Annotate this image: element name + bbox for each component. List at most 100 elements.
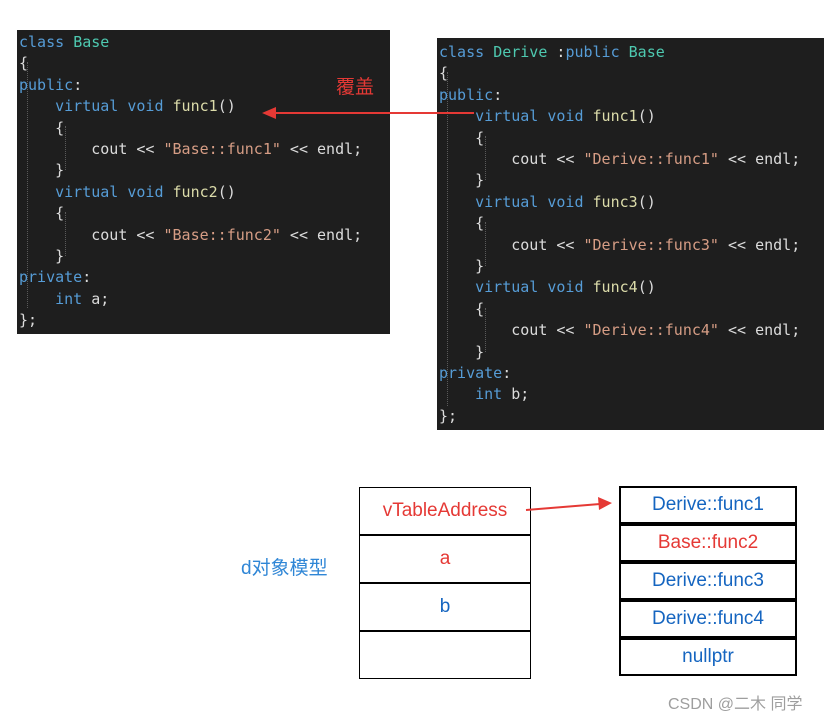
code-token: private — [19, 268, 83, 287]
code-line: } — [439, 170, 484, 191]
code-token: { — [19, 204, 65, 223]
code-line: int b; — [439, 384, 529, 405]
code-line: class Derive :public Base — [439, 42, 665, 63]
code-token: : — [493, 85, 503, 104]
code-token: class — [439, 43, 494, 61]
code-line: { — [439, 213, 484, 234]
override-arrow-head — [262, 107, 276, 119]
vtable-entry-base-func2: Base::func2 — [619, 524, 797, 562]
code-token: a; — [91, 289, 110, 308]
vtable-pointer-arrow-head — [598, 497, 612, 510]
code-token: { — [19, 118, 65, 137]
code-line: class Base — [19, 32, 109, 53]
code-token: virtual — [439, 278, 548, 297]
code-token: << endl; — [280, 225, 363, 244]
code-token: int — [439, 385, 512, 404]
indent-guide — [485, 308, 486, 352]
code-token: << endl; — [718, 235, 801, 254]
code-token: cout << — [19, 140, 164, 158]
code-token: void — [547, 107, 593, 126]
code-token: } — [439, 342, 485, 361]
code-token: : — [502, 364, 512, 382]
code-token: : — [82, 268, 92, 287]
code-token: virtual — [439, 192, 548, 211]
code-token: Base — [628, 43, 665, 61]
code-line: } — [19, 246, 64, 267]
code-token: Base — [73, 33, 110, 51]
code-token: } — [19, 247, 65, 265]
code-token: func1 — [172, 97, 218, 116]
code-line: public: — [19, 75, 82, 96]
code-token: () — [637, 192, 656, 211]
code-line: { — [439, 128, 484, 149]
code-token: func2 — [172, 182, 218, 201]
code-line: virtual void func3() — [439, 192, 656, 213]
code-token: void — [547, 192, 593, 211]
object-model-cell-empty — [359, 631, 531, 679]
code-line: { — [19, 118, 64, 139]
indent-guide — [485, 222, 486, 266]
code-line: virtual void func2() — [19, 182, 236, 203]
code-token: << endl; — [718, 150, 801, 168]
vtable-pointer-arrow — [525, 503, 601, 511]
code-token: } — [439, 171, 485, 190]
code-token: : — [73, 75, 83, 94]
watermark: CSDN @二木 同学 — [668, 696, 803, 713]
code-token: void — [127, 97, 173, 116]
code-line: } — [19, 160, 64, 181]
code-token: } — [19, 161, 65, 180]
code-line: }; — [19, 310, 37, 331]
object-model-cell-a: a — [359, 535, 531, 583]
code-line: virtual void func1() — [439, 106, 656, 127]
code-token: << endl; — [280, 140, 363, 158]
code-token: cout << — [439, 150, 584, 168]
code-token: () — [217, 97, 236, 116]
code-line: private: — [19, 267, 91, 288]
code-token: "Derive::func1" — [583, 150, 719, 168]
code-token: { — [439, 64, 449, 83]
code-token: } — [439, 257, 485, 275]
code-line: cout << "Base::func1" << endl; — [19, 139, 362, 160]
code-line: cout << "Base::func2" << endl; — [19, 225, 362, 246]
override-label: 覆盖 — [336, 77, 375, 98]
code-token: virtual — [19, 182, 128, 201]
indent-guide — [65, 212, 66, 256]
code-token: "Derive::func4" — [583, 321, 719, 340]
base-class-code-panel: class Base{public: virtual void func1() … — [17, 30, 390, 334]
code-line: }; — [439, 406, 457, 427]
code-token: () — [637, 278, 656, 297]
code-line: virtual void func1() — [19, 96, 236, 117]
code-line: cout << "Derive::func4" << endl; — [439, 320, 800, 341]
code-token: Derive — [493, 43, 557, 61]
code-line: cout << "Derive::func3" << endl; — [439, 235, 800, 256]
code-token: public — [565, 43, 629, 61]
indent-guide — [447, 72, 448, 406]
code-token: }; — [19, 311, 38, 330]
code-line: virtual void func4() — [439, 277, 656, 298]
code-token: class — [19, 33, 74, 51]
code-token: public — [19, 75, 74, 94]
code-line: private: — [439, 363, 511, 384]
object-model-cell-b: b — [359, 583, 531, 631]
code-token: void — [127, 182, 173, 201]
code-token: { — [19, 54, 29, 73]
code-token: private — [439, 364, 503, 382]
code-token: virtual — [19, 97, 128, 116]
code-token: () — [217, 182, 236, 201]
code-token: func4 — [592, 278, 638, 297]
code-token: "Base::func1" — [163, 140, 281, 158]
code-token: func1 — [592, 107, 638, 126]
code-token: : — [556, 43, 566, 61]
code-token: << endl; — [718, 321, 801, 340]
code-token: b; — [511, 385, 530, 404]
derive-class-code-panel: class Derive :public Base{public: virtua… — [437, 38, 824, 430]
code-token: cout << — [19, 225, 164, 244]
code-token: }; — [439, 406, 458, 425]
code-token: void — [547, 278, 593, 297]
indent-guide — [485, 136, 486, 180]
code-token: int — [19, 289, 92, 308]
indent-guide — [65, 126, 66, 170]
object-model-cell-vtable-address: vTableAddress — [359, 487, 531, 535]
code-line: { — [19, 53, 28, 74]
